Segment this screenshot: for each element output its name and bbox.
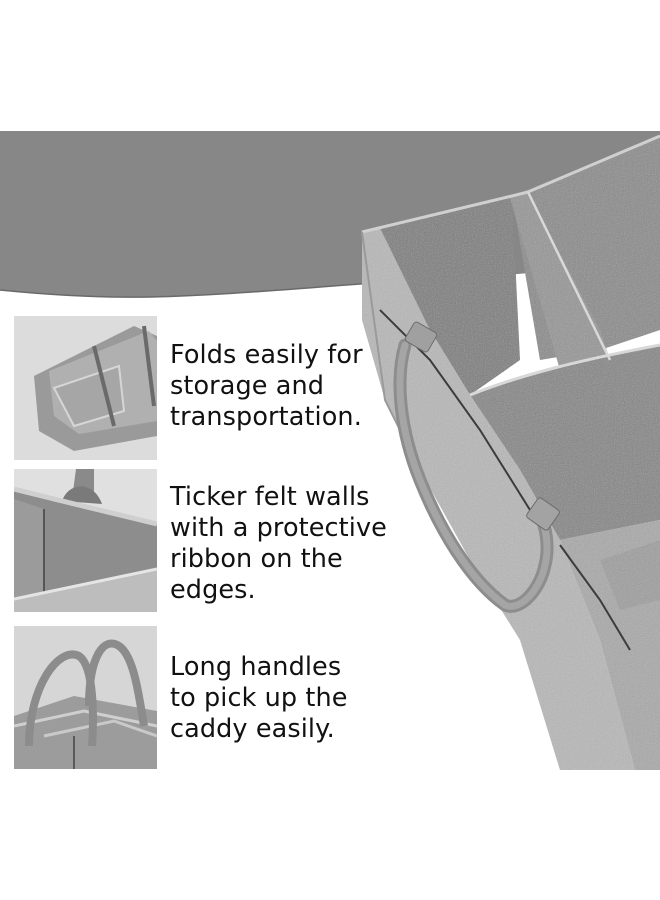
thumbnail-folded-caddy bbox=[14, 316, 157, 460]
feature-line: to pick up the bbox=[170, 683, 348, 713]
thumbnail-felt-wall bbox=[14, 469, 157, 612]
feature-line: edges. bbox=[170, 575, 256, 605]
felt-wall-image bbox=[14, 469, 157, 612]
feature-line: transportation. bbox=[170, 402, 362, 432]
caddy-handles-image bbox=[14, 626, 157, 769]
folded-caddy-image bbox=[14, 316, 157, 460]
feature-handles-text: Long handles to pick up the caddy easily… bbox=[170, 652, 348, 745]
feature-line: Ticker felt walls bbox=[170, 482, 370, 512]
thumbnail-handles bbox=[14, 626, 157, 769]
feature-walls-text: Ticker felt walls with a protective ribb… bbox=[170, 482, 387, 606]
feature-folds-text: Folds easily for storage and transportat… bbox=[170, 340, 363, 433]
feature-line: with a protective bbox=[170, 513, 387, 543]
feature-line: ribbon on the bbox=[170, 544, 343, 574]
feature-line: storage and bbox=[170, 371, 325, 401]
feature-line: Folds easily for bbox=[170, 340, 363, 370]
feature-line: caddy easily. bbox=[170, 714, 335, 744]
feature-line: Long handles bbox=[170, 652, 342, 682]
